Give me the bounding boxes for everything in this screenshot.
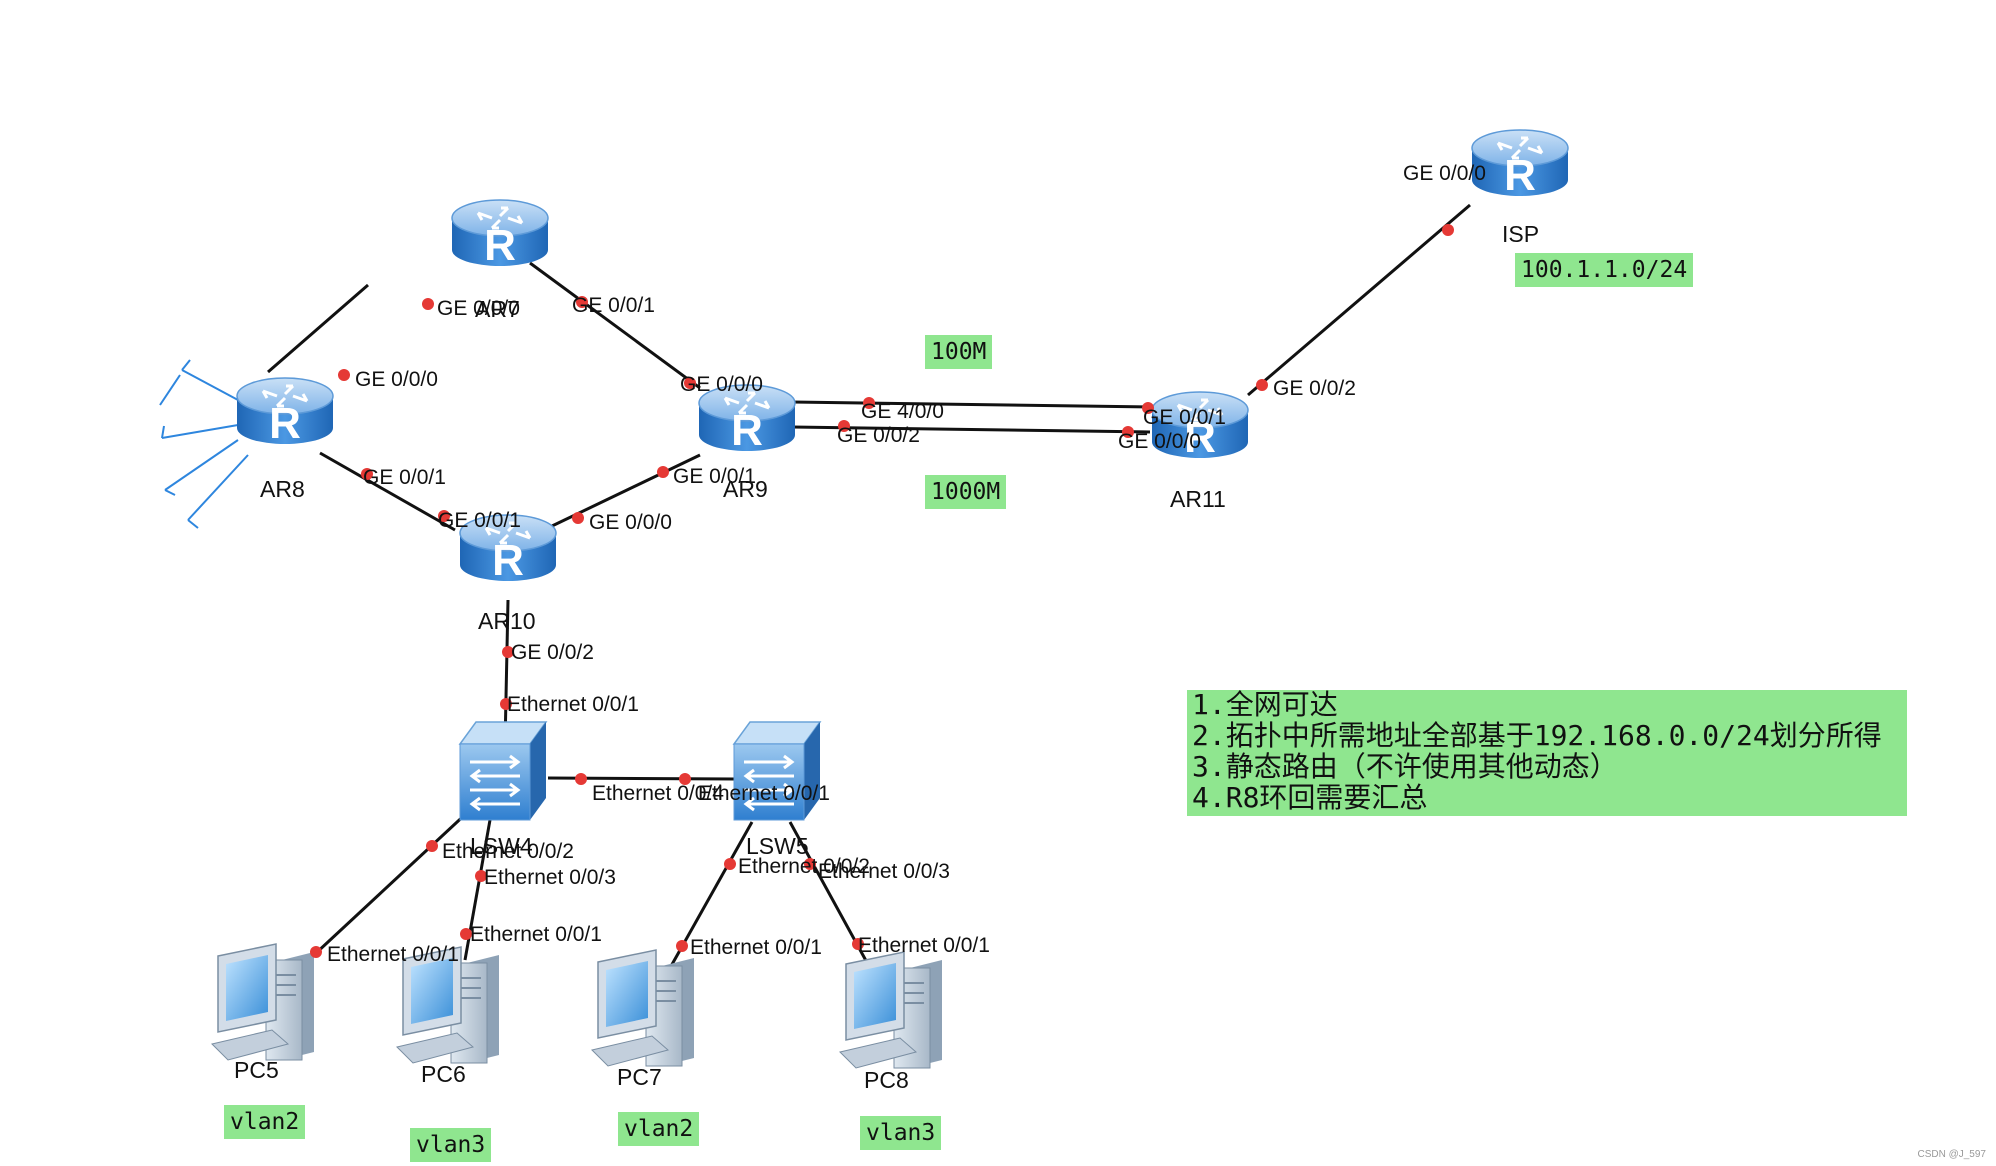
device-label-pc7: PC7 bbox=[617, 1064, 662, 1090]
requirement-item: 3.静态路由（不许使用其他动态） bbox=[1192, 750, 1618, 783]
port-label: GE 0/0/0 bbox=[355, 368, 438, 391]
port-dot bbox=[338, 369, 350, 381]
switch-lsw5[interactable] bbox=[732, 720, 822, 822]
router-ar7[interactable] bbox=[450, 198, 550, 272]
device-label-ar10: AR10 bbox=[478, 608, 536, 634]
device-label-ar8: AR8 bbox=[260, 476, 305, 502]
pc-pc7[interactable] bbox=[591, 949, 695, 1067]
link-ar9-ar11-bottom bbox=[791, 425, 1151, 434]
link-ar11-isp bbox=[1247, 203, 1471, 397]
link-ar9-ar11-top bbox=[791, 400, 1151, 409]
device-label-isp: ISP bbox=[1502, 221, 1539, 247]
device-label-ar7: AR7 bbox=[475, 296, 520, 322]
bandwidth-100m-note: 100M bbox=[925, 335, 993, 369]
port-dot bbox=[475, 870, 487, 882]
port-label: Ethernet 0/0/1 bbox=[327, 943, 459, 966]
port-dot bbox=[1256, 379, 1268, 391]
port-dot bbox=[422, 298, 434, 310]
requirement-item: 1.全网可达 bbox=[1192, 688, 1338, 721]
port-dot bbox=[804, 858, 816, 870]
port-label: GE 0/0/1 bbox=[1143, 406, 1226, 429]
device-label-lsw4: LSW4 bbox=[470, 833, 533, 859]
port-dot bbox=[572, 512, 584, 524]
port-label: Ethernet 0/0/4 bbox=[592, 782, 724, 805]
port-dot bbox=[724, 858, 736, 870]
vlan-note-pc6: vlan3 bbox=[410, 1128, 492, 1162]
link-ar8-ar7 bbox=[267, 283, 369, 374]
bandwidth-1000m-note: 1000M bbox=[925, 475, 1007, 509]
port-dot bbox=[576, 296, 588, 308]
device-label-ar11: AR11 bbox=[1170, 486, 1226, 512]
vlan-note-pc5: vlan2 bbox=[224, 1105, 306, 1139]
port-dot bbox=[1442, 224, 1454, 236]
port-label: GE 0/0/1 bbox=[673, 465, 756, 488]
device-label-lsw5: LSW5 bbox=[746, 833, 809, 859]
requirements-note: 1.全网可达 2.拓扑中所需地址全部基于192.168.0.0/24划分所得 3… bbox=[1187, 690, 1907, 816]
port-label: GE 0/0/2 bbox=[837, 424, 920, 447]
port-label: Ethernet 0/0/1 bbox=[858, 934, 990, 957]
port-label: GE 0/0/0 bbox=[589, 511, 672, 534]
port-dot bbox=[684, 377, 696, 389]
link-ar8-ar10 bbox=[319, 451, 456, 532]
port-label: Ethernet 0/0/1 bbox=[470, 923, 602, 946]
watermark: CSDN @J_597 bbox=[1917, 1149, 1986, 1160]
device-label-pc6: PC6 bbox=[421, 1061, 466, 1087]
port-dot bbox=[310, 946, 322, 958]
pc-pc5[interactable] bbox=[211, 943, 315, 1061]
isp-network-note: 100.1.1.0/24 bbox=[1515, 253, 1694, 287]
requirement-item: 2.拓扑中所需地址全部基于192.168.0.0/24划分所得 bbox=[1192, 719, 1882, 752]
requirement-item: 4.R8环回需要汇总 bbox=[1192, 781, 1428, 814]
ar8-loopback-lines bbox=[159, 359, 249, 529]
port-label: Ethernet 0/0/3 bbox=[484, 866, 616, 889]
port-dot bbox=[838, 420, 850, 432]
port-dot bbox=[500, 698, 512, 710]
port-label: Ethernet 0/0/1 bbox=[698, 782, 830, 805]
router-ar8[interactable] bbox=[235, 376, 335, 450]
port-label: Ethernet 0/0/1 bbox=[507, 693, 639, 716]
port-dot bbox=[676, 940, 688, 952]
port-label: GE 0/0/1 bbox=[438, 509, 521, 532]
port-dot bbox=[852, 938, 864, 950]
device-label-pc8: PC8 bbox=[864, 1067, 909, 1093]
port-label: GE 0/0/2 bbox=[1273, 377, 1356, 400]
vlan-note-pc8: vlan3 bbox=[860, 1116, 942, 1150]
port-label: GE 0/0/0 bbox=[437, 297, 520, 320]
router-isp[interactable] bbox=[1470, 128, 1570, 202]
port-dot bbox=[502, 646, 514, 658]
vlan-note-pc7: vlan2 bbox=[618, 1112, 700, 1146]
port-dot bbox=[460, 928, 472, 940]
port-dot bbox=[361, 468, 373, 480]
port-label: Ethernet 0/0/1 bbox=[690, 936, 822, 959]
port-label: GE 0/0/1 bbox=[363, 466, 446, 489]
link-ar7-ar9 bbox=[529, 261, 701, 390]
port-dot bbox=[863, 397, 875, 409]
port-dot bbox=[575, 773, 587, 785]
port-label: GE 0/0/0 bbox=[1403, 162, 1486, 185]
port-label: Ethernet 0/0/3 bbox=[818, 860, 950, 883]
switch-lsw4[interactable] bbox=[458, 720, 548, 822]
port-label: Ethernet 0/0/2 bbox=[442, 840, 574, 863]
pc-pc8[interactable] bbox=[839, 951, 943, 1069]
port-label: GE 0/0/2 bbox=[511, 641, 594, 664]
port-dot bbox=[438, 510, 450, 522]
device-label-ar9: AR9 bbox=[723, 476, 768, 502]
link-lsw4-pc5 bbox=[298, 808, 472, 970]
port-label: Ethernet 0/0/2 bbox=[738, 855, 870, 878]
port-label: GE 0/0/0 bbox=[1118, 430, 1201, 453]
port-label: GE 0/0/1 bbox=[572, 294, 655, 317]
port-dots bbox=[310, 224, 1454, 958]
device-label-pc5: PC5 bbox=[234, 1057, 279, 1083]
port-label: GE 4/0/0 bbox=[861, 400, 944, 423]
port-label: GE 0/0/0 bbox=[680, 373, 763, 396]
port-dot bbox=[657, 466, 669, 478]
port-dot bbox=[1122, 426, 1134, 438]
port-dot bbox=[679, 773, 691, 785]
port-dot bbox=[1142, 402, 1154, 414]
port-dot bbox=[426, 840, 438, 852]
